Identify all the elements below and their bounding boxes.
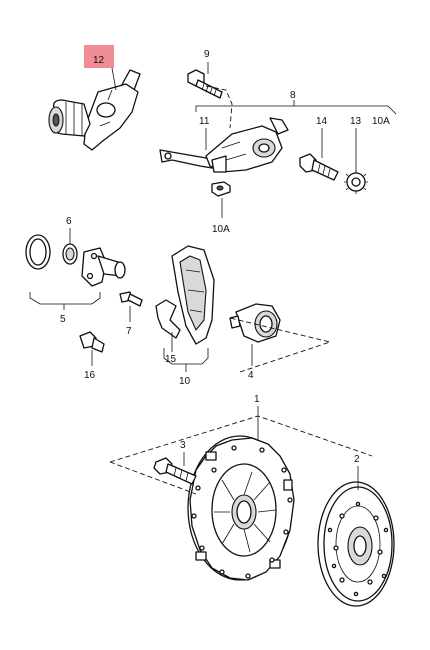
callout-5[interactable]: 5: [60, 314, 66, 325]
callout-13[interactable]: 13: [350, 116, 362, 127]
callout-16[interactable]: 16: [84, 370, 96, 381]
callout-12[interactable]: 12: [93, 55, 105, 66]
part-11-release-fork[interactable]: [159, 117, 289, 173]
part-6-seal[interactable]: [62, 243, 78, 265]
part-1-pressure-plate[interactable]: [187, 435, 295, 581]
part-3-bolt[interactable]: [153, 457, 197, 485]
part-14-bolt[interactable]: [299, 153, 339, 181]
part-10-release-fork[interactable]: [171, 245, 215, 345]
part-5-guide-sleeve[interactable]: [81, 247, 126, 287]
part-2-clutch-disc[interactable]: [317, 481, 395, 607]
callout-9[interactable]: 9: [204, 49, 210, 60]
callout-14[interactable]: 14: [316, 116, 328, 127]
callout-15[interactable]: 15: [165, 354, 177, 365]
callout-10[interactable]: 10: [179, 376, 191, 387]
callout-10A-top[interactable]: 10A: [372, 116, 390, 127]
part-15-retaining-clip[interactable]: [155, 299, 181, 339]
callout-2[interactable]: 2: [354, 454, 360, 465]
callout-6[interactable]: 6: [66, 216, 72, 227]
part-5-o-ring[interactable]: [25, 234, 51, 270]
callout-1[interactable]: 1: [254, 394, 260, 405]
callout-labels: 12 9 8 11 14 13 10A 10A 6 5 7 16 15 10 4…: [60, 49, 390, 465]
part-9-bolt[interactable]: [187, 69, 223, 99]
leader-lines: [29, 62, 397, 495]
callout-8[interactable]: 8: [290, 90, 296, 101]
part-4-release-bearing[interactable]: [229, 303, 281, 343]
highlight-box-12: [84, 45, 114, 68]
callout-10A-bottom[interactable]: 10A: [212, 224, 230, 235]
callout-7[interactable]: 7: [126, 326, 132, 337]
callout-11[interactable]: 11: [199, 116, 210, 127]
part-10A-nut-top[interactable]: [211, 181, 231, 197]
callout-3[interactable]: 3: [180, 440, 186, 451]
part-7-screw[interactable]: [119, 291, 143, 307]
part-13-lock-washer[interactable]: [344, 170, 368, 194]
part-12-release-lever[interactable]: [48, 69, 141, 151]
callout-4[interactable]: 4: [248, 370, 254, 381]
part-16-bolt[interactable]: [79, 331, 105, 353]
